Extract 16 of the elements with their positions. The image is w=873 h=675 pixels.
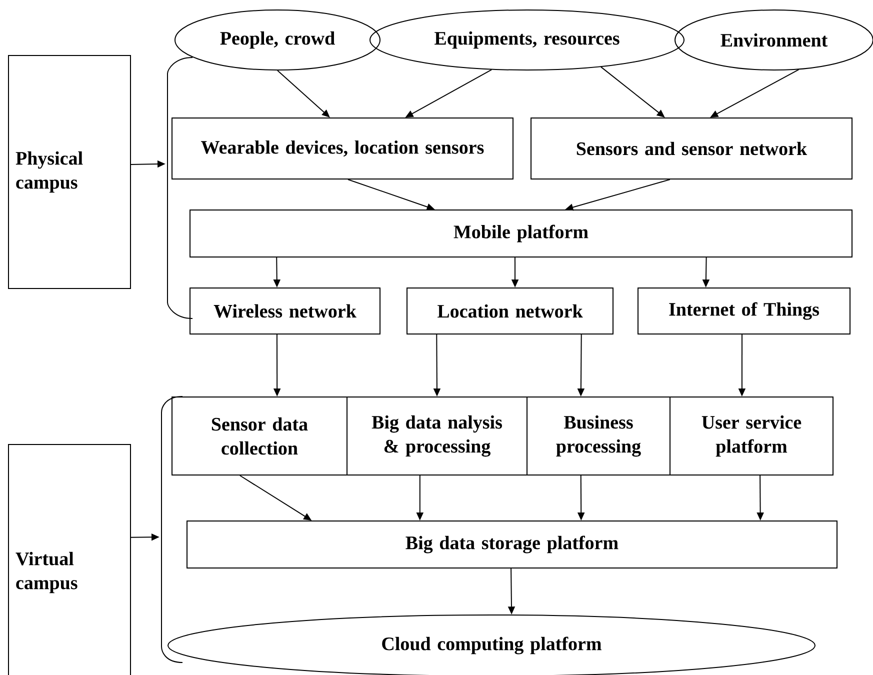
bracket [167,57,193,319]
side-box: Physical campus [8,55,131,289]
process-box: Wearable devices, location sensors [172,118,514,180]
table-cell: User service platform [670,396,834,476]
table-cell: Big data nalysis & processing [346,396,528,476]
platform-box: Mobile platform [190,210,852,258]
side-box: Virtual campus [8,444,131,675]
table-cell: Business processing [526,396,670,476]
process-box: Sensors and sensor network [530,118,852,180]
platform-box: Big data storage platform [186,520,838,568]
process-box: Location network [406,288,614,334]
bracket [161,396,183,663]
table-cell: Sensor data collection [172,396,348,476]
arrow [277,70,330,118]
process-box: Wireless network [190,288,380,334]
process-box: Internet of Things [638,288,850,334]
